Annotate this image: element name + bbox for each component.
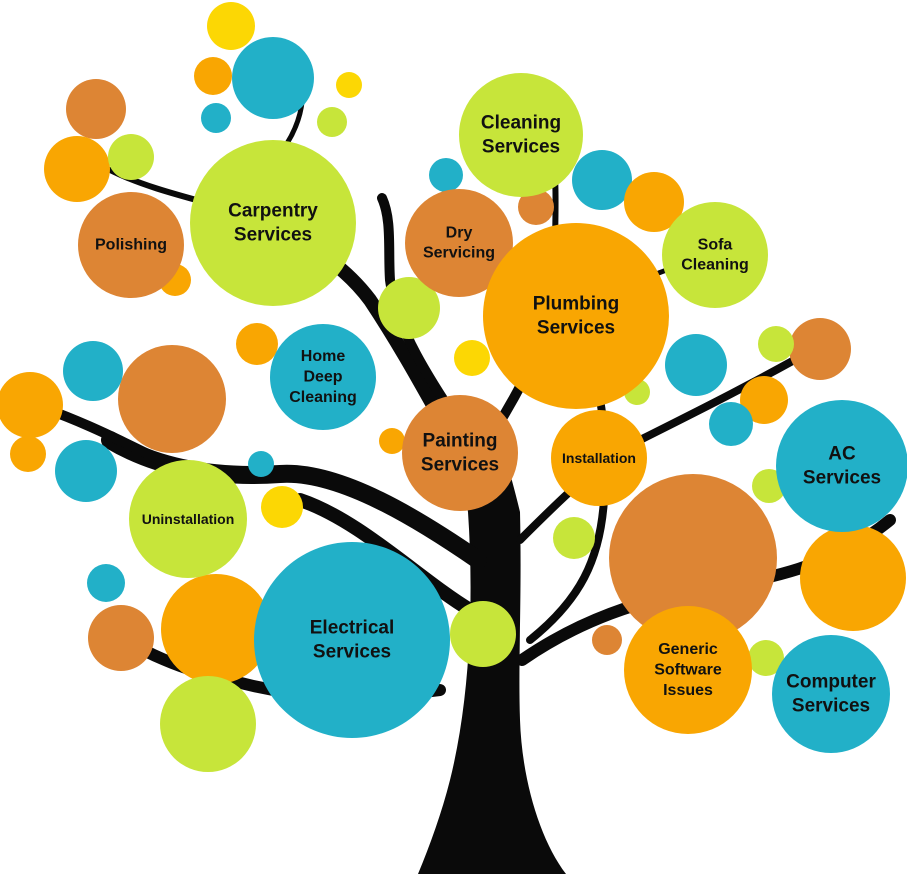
decorative-circle xyxy=(88,605,154,671)
node-label: Software xyxy=(654,662,722,679)
decorative-circle xyxy=(429,158,463,192)
decorative-circle xyxy=(194,57,232,95)
node-label: Home xyxy=(301,348,346,365)
decorative-circle xyxy=(0,372,63,438)
node-circle xyxy=(254,542,450,738)
node-circle xyxy=(405,189,513,297)
node-label: Installation xyxy=(562,450,636,466)
decorative-circle xyxy=(709,402,753,446)
decorative-circle xyxy=(87,564,125,602)
node-label: AC xyxy=(828,443,856,464)
node-label: Deep xyxy=(303,369,342,386)
decorative-circle xyxy=(378,277,440,339)
node-circle xyxy=(662,202,768,308)
decorative-circle xyxy=(665,334,727,396)
decorative-circle xyxy=(379,428,405,454)
node-label: Uninstallation xyxy=(142,511,235,527)
node-uninstallation: Uninstallation xyxy=(129,460,247,578)
service-nodes: CarpentryServicesPolishingCleaningServic… xyxy=(78,73,907,753)
decorative-circle xyxy=(232,37,314,119)
node-label: Services xyxy=(313,642,391,663)
node-installation: Installation xyxy=(551,410,647,506)
decorative-circle xyxy=(800,525,906,631)
decorative-circle xyxy=(161,574,271,684)
decorative-circle xyxy=(66,79,126,139)
node-label: Services xyxy=(792,696,870,717)
node-ac: AC Services xyxy=(776,400,907,532)
decorative-circle xyxy=(207,2,255,50)
decorative-circle xyxy=(553,517,595,559)
decorative-circle xyxy=(740,376,788,424)
node-label: Computer xyxy=(786,671,876,692)
decorative-circle xyxy=(118,345,226,453)
node-label: Issues xyxy=(663,682,713,699)
node-label: Carpentry xyxy=(228,200,318,221)
node-circle xyxy=(78,192,184,298)
node-label: Dry xyxy=(446,224,473,241)
decorative-circles xyxy=(0,2,906,772)
node-label: Electrical xyxy=(310,617,395,638)
node-circle xyxy=(459,73,583,197)
node-label: Painting xyxy=(423,430,498,451)
decorative-circle xyxy=(236,323,278,365)
decorative-circle xyxy=(748,640,784,676)
decorative-circle xyxy=(518,189,554,225)
node-label: Cleaning xyxy=(481,112,561,133)
decorative-circle xyxy=(609,474,777,642)
node-label: Plumbing xyxy=(533,293,620,314)
decorative-circle xyxy=(201,103,231,133)
decorative-circle xyxy=(624,172,684,232)
decorative-circle xyxy=(789,318,851,380)
node-label: Services xyxy=(234,225,312,246)
decorative-circle xyxy=(160,676,256,772)
node-label: Cleaning xyxy=(681,257,749,274)
node-circle xyxy=(776,400,907,532)
decorative-circle xyxy=(108,134,154,180)
node-label: Services xyxy=(803,468,881,489)
node-polishing: Polishing xyxy=(78,192,184,298)
decorative-circle xyxy=(317,107,347,137)
decorative-circle xyxy=(44,136,110,202)
node-circle xyxy=(270,324,376,430)
decorative-circle xyxy=(592,625,622,655)
node-circle xyxy=(551,410,647,506)
node-circle xyxy=(190,140,356,306)
decorative-circle xyxy=(63,341,123,401)
node-label: Services xyxy=(421,455,499,476)
decorative-circle xyxy=(758,326,794,362)
decorative-circle xyxy=(454,340,490,376)
decorative-circle xyxy=(55,440,117,502)
node-label: Services xyxy=(537,318,615,339)
node-circle xyxy=(772,635,890,753)
node-label: Sofa xyxy=(698,236,733,253)
node-circle xyxy=(402,395,518,511)
decorative-circle xyxy=(10,436,46,472)
node-label: Servicing xyxy=(423,245,495,262)
node-label: Polishing xyxy=(95,237,167,254)
decorative-circle xyxy=(336,72,362,98)
node-circle xyxy=(483,223,669,409)
node-label: Services xyxy=(482,137,560,158)
node-circle xyxy=(624,606,752,734)
decorative-circle xyxy=(261,486,303,528)
decorative-circle xyxy=(572,150,632,210)
node-label: Generic xyxy=(658,641,718,658)
node-circle xyxy=(129,460,247,578)
decorative-circle xyxy=(248,451,274,477)
node-label: Cleaning xyxy=(289,389,357,406)
decorative-circle xyxy=(450,601,516,667)
